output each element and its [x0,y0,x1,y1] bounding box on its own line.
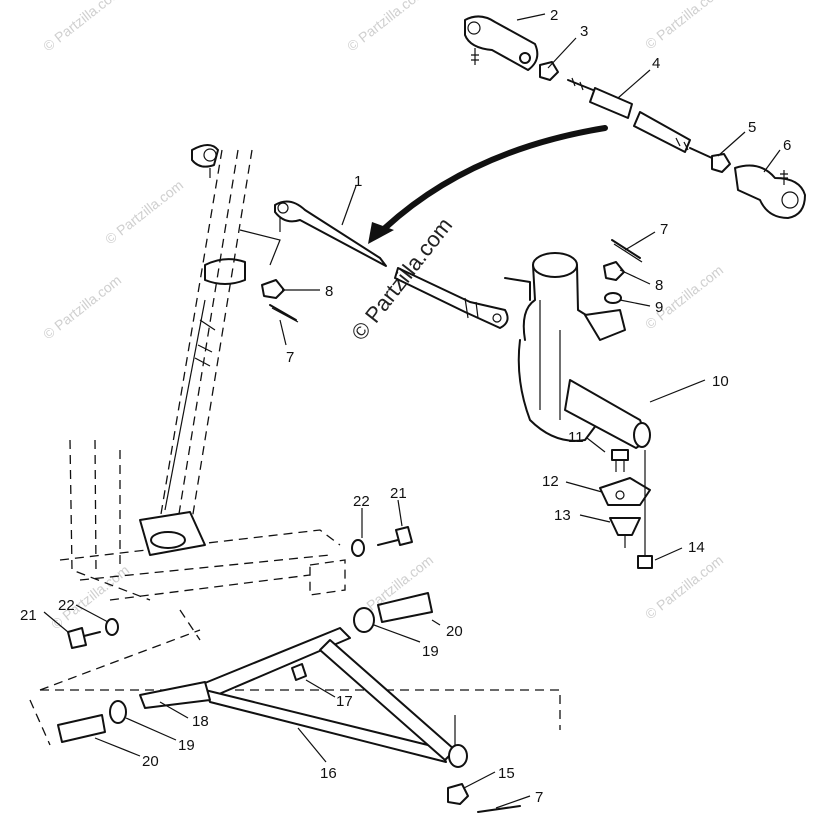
watermark-text: © Partzilla.com [40,0,124,54]
watermark-main: © Partzilla.com [346,213,457,345]
callout-18: 18 [192,713,209,730]
callout-10: 10 [712,373,729,390]
tie-rod-end-upper [464,15,539,71]
plate-12 [599,477,651,506]
leader-lines [43,13,781,809]
washer-19-right [353,607,375,633]
callout-11: 11 [568,429,584,446]
watermark-text: © Partzilla.com [102,177,186,248]
callout-21: 21 [20,607,37,624]
watermark-text: © Partzilla.com [642,0,726,52]
callout-22: 22 [353,493,370,510]
callout-21: 21 [390,485,407,502]
washer-22-left [105,618,119,636]
bolt-21-right [377,526,413,546]
watermark-text: © Partzilla.com [344,0,428,54]
steering-knuckle [504,252,651,449]
callout-9: 9 [655,299,663,316]
washer-19-left [109,700,127,724]
callout-8: 8 [655,277,663,294]
callout-17: 17 [336,693,353,710]
bushing-20-left [57,714,106,743]
castle-nut-right [603,261,625,281]
assembly-arrow [368,125,608,244]
callout-19: 19 [422,643,439,660]
watermark-text: © Partzilla.com [642,262,726,333]
bolt-21-left [67,627,101,649]
callouts: 2 3 4 5 6 1 7 8 9 10 8 7 11 12 13 14 22 … [20,7,791,806]
bolt-11 [611,449,629,472]
watermark-text: © Partzilla.com [40,272,124,343]
callout-7: 7 [535,789,543,806]
tie-rod-shaft [567,77,713,159]
nut-15 [447,783,469,805]
cotter-pin-right [611,239,643,263]
washer-right [604,292,622,304]
frame-outline [29,439,561,746]
callout-2: 2 [550,7,558,24]
callout-12: 12 [542,473,559,490]
tie-rod-installed [274,200,509,329]
bushing-20-right [377,592,433,623]
callout-4: 4 [652,55,660,72]
grease-fitting [291,663,307,681]
callout-1: 1 [354,173,362,190]
cotter-pin-bottom [477,805,521,813]
castle-nut-left [261,279,285,299]
callout-20: 20 [142,753,159,770]
steering-column [159,144,281,521]
jam-nut-lower [711,153,731,173]
tie-rod-end-lower [734,164,806,219]
cotter-pin-left [269,304,299,323]
callout-15: 15 [498,765,515,782]
callout-19: 19 [178,737,195,754]
callout-5: 5 [748,119,756,136]
watermark-layer: © Partzilla.com © Partzilla.com © Partzi… [40,0,726,632]
callout-20: 20 [446,623,463,640]
callout-13: 13 [554,507,571,524]
watermark-text: © Partzilla.com [642,552,726,623]
bolt-14 [637,450,653,569]
callout-8: 8 [325,283,333,300]
callout-14: 14 [688,539,705,556]
callout-22: 22 [58,597,75,614]
callout-6: 6 [783,137,791,154]
washer-22-right [351,539,365,557]
ball-joint-13 [609,517,641,548]
callout-7: 7 [660,221,668,238]
jam-nut-upper [539,61,559,81]
callout-7: 7 [286,349,294,366]
callout-16: 16 [320,765,337,782]
a-arm [139,627,468,768]
callout-3: 3 [580,23,588,40]
